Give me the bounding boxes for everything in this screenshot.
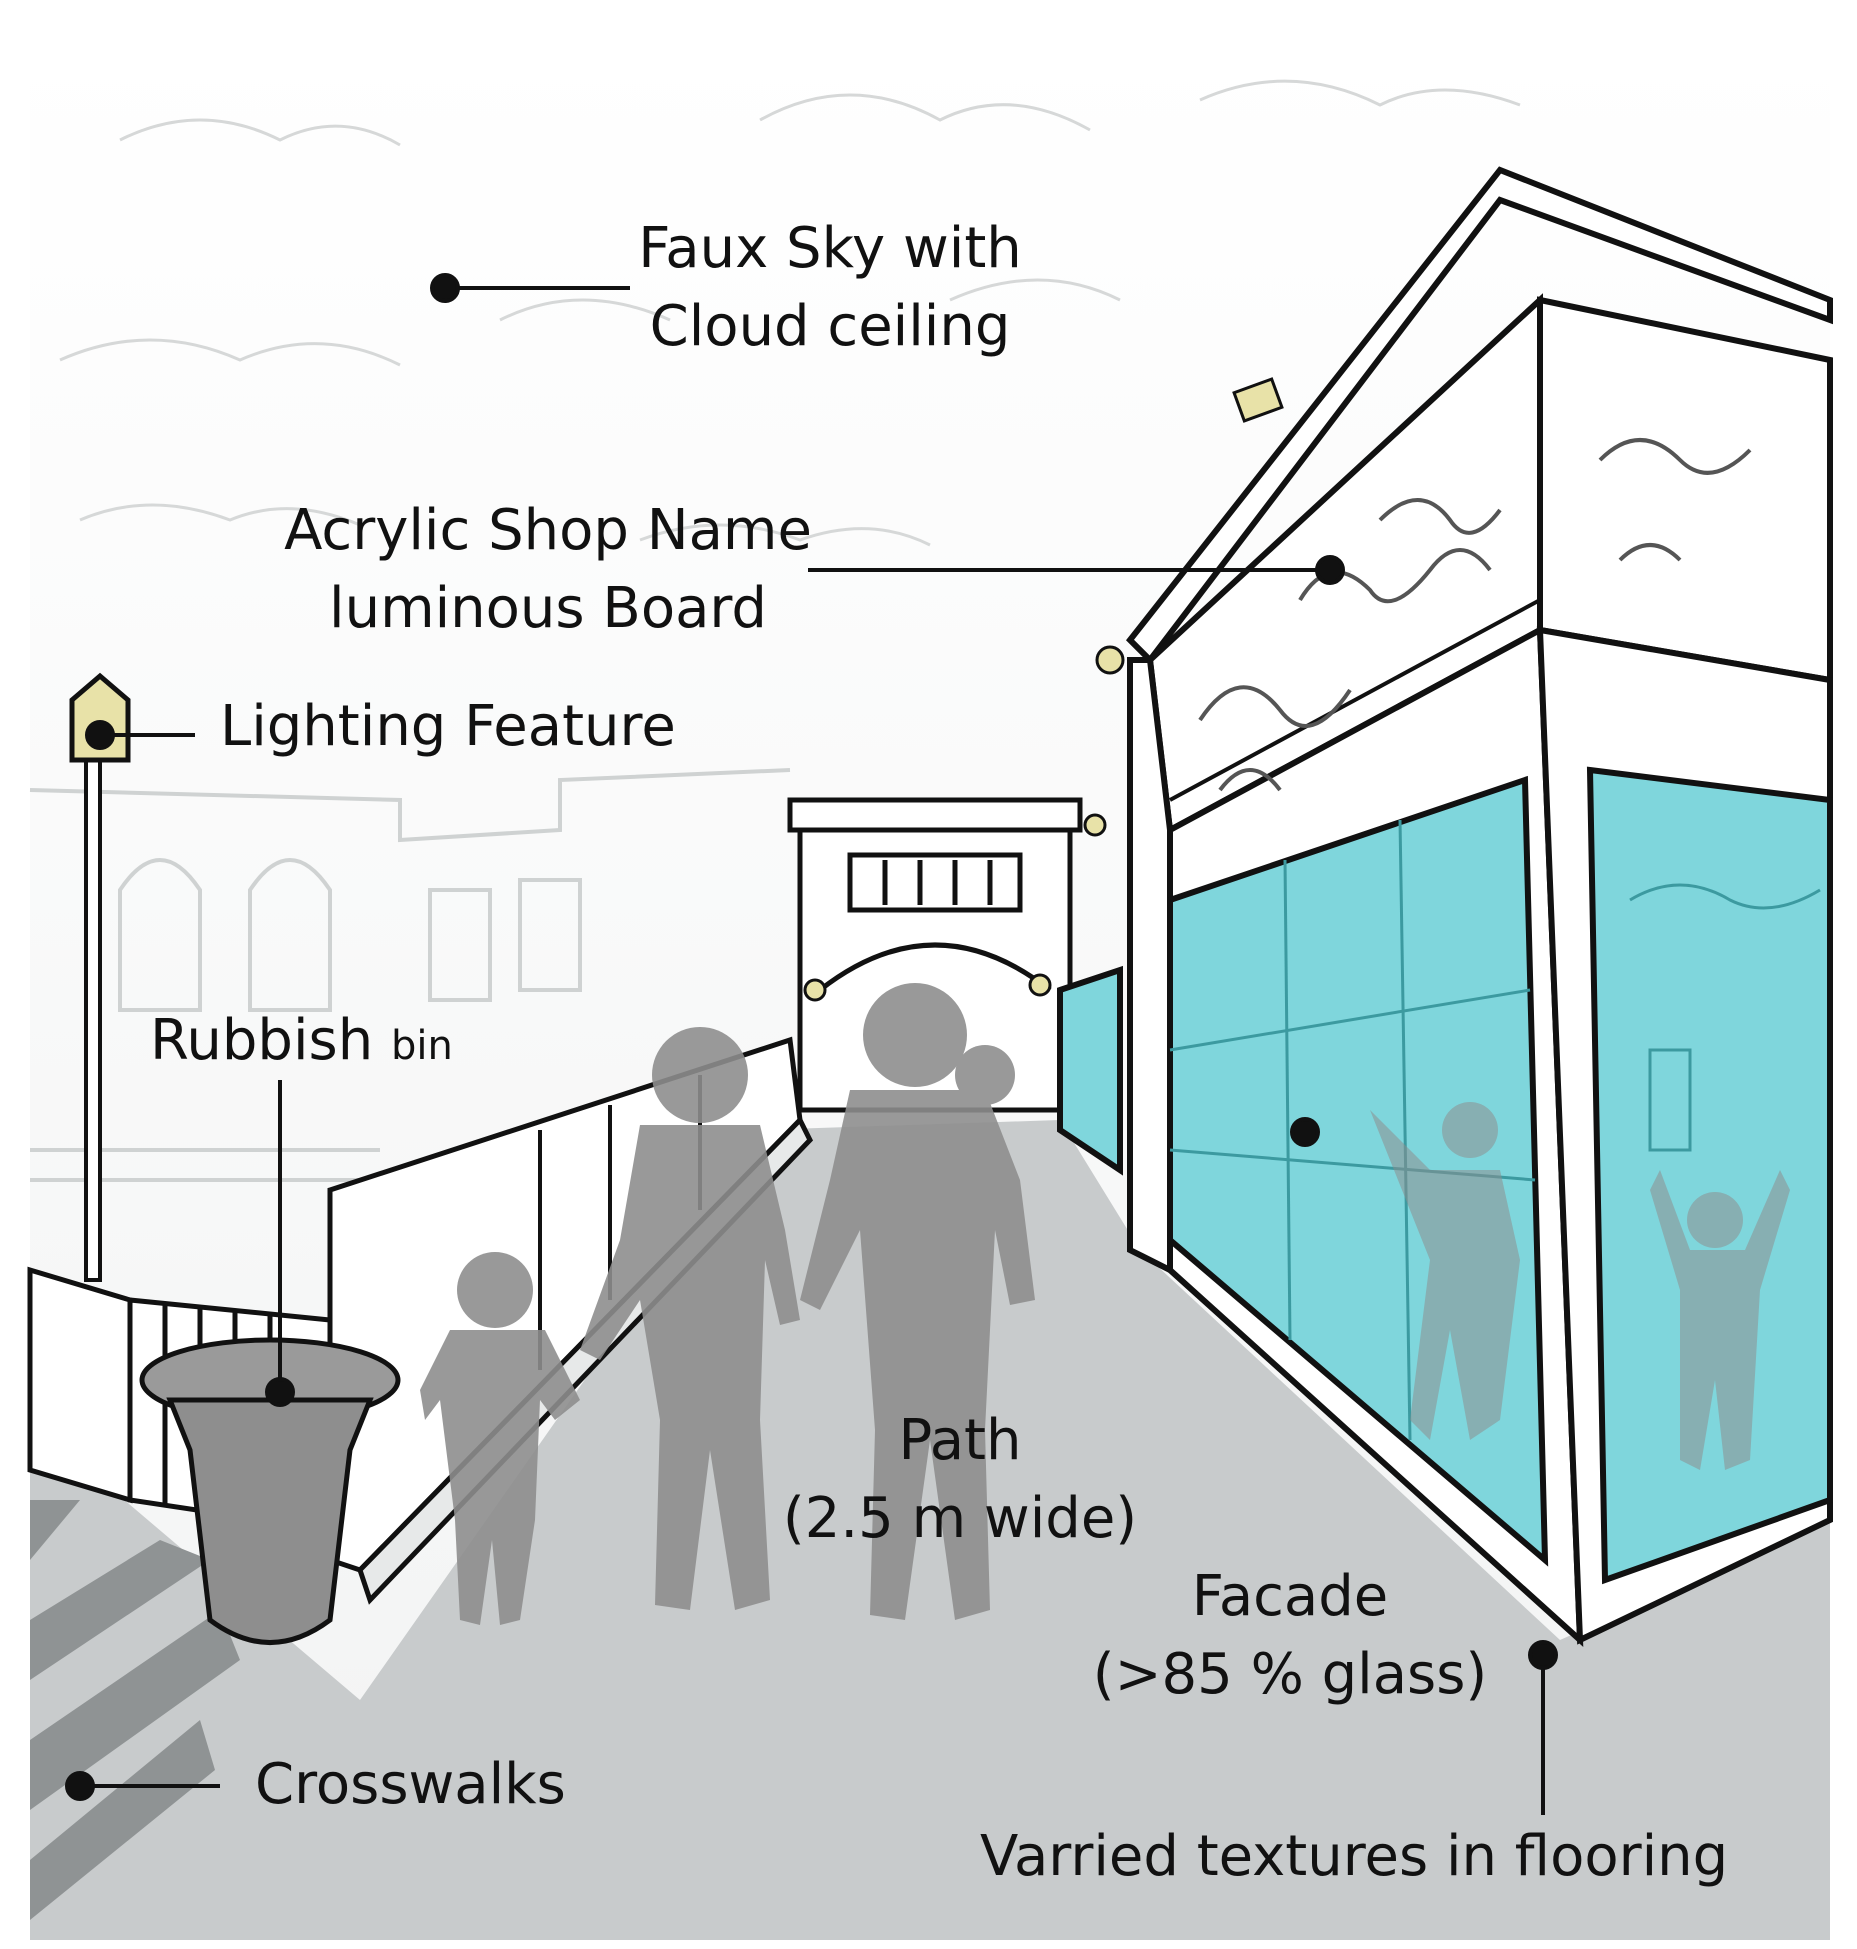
lighting-marker-dot [85,720,115,750]
label-facade-line2: (>85 % glass) [1092,1642,1488,1707]
acrylic-marker-dot [1315,555,1345,585]
label-faux-sky-line1: Faux Sky with [638,216,1022,281]
label-acrylic-board: Acrylic Shop Name luminous Board [258,492,838,648]
label-rubbish-bin: Rubbish bin [150,1002,453,1085]
label-path-line1: Path [898,1408,1022,1473]
background-buildings [29,768,791,1182]
wall-lamps [803,377,1284,1002]
glass-facade [1057,766,1833,1585]
label-acrylic-board-line1: Acrylic Shop Name [284,498,812,563]
floor [30,1120,1830,1940]
label-crosswalks: Crosswalks [255,1752,566,1817]
label-faux-sky: Faux Sky with Cloud ceiling [600,210,1060,366]
label-acrylic-board-line2: luminous Board [329,576,767,641]
acrylic-board-relief [1198,438,1752,792]
label-facade: Facade (>85 % glass) [1080,1558,1500,1714]
label-faux-sky-line2: Cloud ceiling [649,294,1011,359]
people-silhouettes [420,983,1790,1625]
facade-marker-dot [1290,1117,1320,1147]
sky-marker-dot [430,273,460,303]
flooring-marker-dot [1528,1640,1558,1670]
crosswalk-marker-dot [65,1771,95,1801]
rubbish-bin [139,1337,401,1645]
label-facade-line1: Facade [1191,1564,1389,1629]
cloud-sketch [59,79,1521,547]
label-flooring: Varried textures in flooring [980,1824,1729,1889]
label-lighting-feature: Lighting Feature [220,694,676,759]
annotation-leaders [65,273,1558,1815]
label-rubbish-small: bin [391,1023,453,1069]
label-rubbish-main: Rubbish [150,1008,374,1073]
rubbish-marker-dot [265,1377,295,1407]
crosswalk-stripes [30,1500,240,1920]
glass-grid [1169,819,1821,1441]
label-path-line2: (2.5 m wide) [782,1486,1138,1551]
label-path: Path (2.5 m wide) [760,1402,1160,1558]
